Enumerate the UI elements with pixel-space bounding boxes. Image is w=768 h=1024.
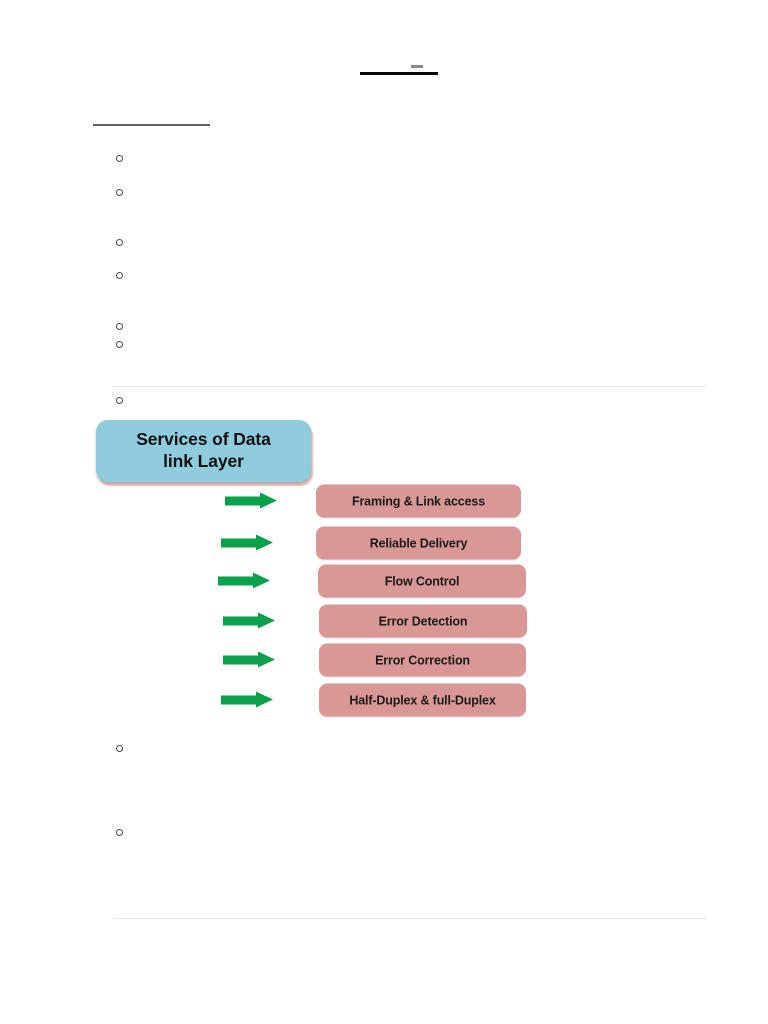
list-item-bullet	[116, 155, 123, 162]
arrow-shaft	[225, 496, 263, 506]
green-right-arrow-icon	[221, 691, 273, 709]
separator-lower	[113, 918, 706, 919]
service-row: Reliable Delivery	[90, 526, 540, 560]
title-card-line-2: link Layer	[163, 451, 244, 471]
service-row: Framing & Link access	[90, 484, 540, 518]
arrow-head	[256, 534, 273, 551]
list-item-bullet	[116, 829, 123, 836]
arrow-shaft	[218, 576, 256, 586]
service-row: Half-Duplex & full-Duplex	[90, 683, 540, 717]
list-item-bullet	[116, 189, 123, 196]
separator-upper	[113, 386, 706, 387]
section-heading-underline	[93, 124, 210, 126]
arrow-shaft	[221, 695, 259, 705]
service-box-error-detection[interactable]: Error Detection	[319, 604, 527, 638]
service-box-label: Half-Duplex & full-Duplex	[349, 693, 496, 707]
title-card-label: Services of Data link Layer	[126, 429, 281, 472]
service-row: Error Correction	[90, 643, 540, 677]
service-box-label: Framing & Link access	[351, 494, 485, 508]
list-item-bullet	[116, 341, 123, 348]
arrow-shaft	[223, 616, 261, 626]
green-right-arrow-icon	[223, 651, 275, 669]
green-right-arrow-icon	[218, 572, 270, 590]
service-box-framing-link-access[interactable]: Framing & Link access	[316, 484, 521, 518]
top-heading-tick-mark	[411, 65, 423, 68]
arrow-head	[260, 492, 277, 509]
arrow-head	[258, 612, 275, 629]
service-box-label: Reliable Delivery	[369, 536, 468, 550]
service-box-label: Flow Control	[384, 574, 460, 588]
title-card-line-1: Services of Data	[136, 429, 271, 450]
service-box-flow-control[interactable]: Flow Control	[318, 564, 526, 598]
arrow-head	[253, 572, 270, 589]
list-item-bullet	[116, 745, 123, 752]
services-of-data-link-layer-diagram: Services of Data link Layer Framing & Li…	[90, 414, 540, 724]
arrow-shaft	[221, 538, 259, 548]
service-box-error-correction[interactable]: Error Correction	[319, 643, 526, 677]
service-box-label: Error Correction	[375, 653, 470, 667]
arrow-head	[256, 691, 273, 708]
green-right-arrow-icon	[221, 534, 273, 552]
service-row: Flow Control	[90, 564, 540, 598]
green-right-arrow-icon	[223, 612, 275, 630]
arrow-shaft	[223, 655, 261, 665]
list-item-bullet	[116, 323, 123, 330]
list-item-bullet	[116, 272, 123, 279]
title-card-services-of-data-link-layer: Services of Data link Layer	[96, 420, 311, 482]
service-row: Error Detection	[90, 604, 540, 638]
arrow-head	[258, 651, 275, 668]
service-box-label: Error Detection	[378, 614, 468, 628]
list-item-bullet	[116, 397, 123, 404]
service-box-half-duplex-full-duplex[interactable]: Half-Duplex & full-Duplex	[319, 683, 526, 717]
service-box-reliable-delivery[interactable]: Reliable Delivery	[316, 526, 521, 560]
green-right-arrow-icon	[225, 492, 277, 510]
top-heading-underline	[360, 72, 438, 75]
list-item-bullet	[116, 239, 123, 246]
